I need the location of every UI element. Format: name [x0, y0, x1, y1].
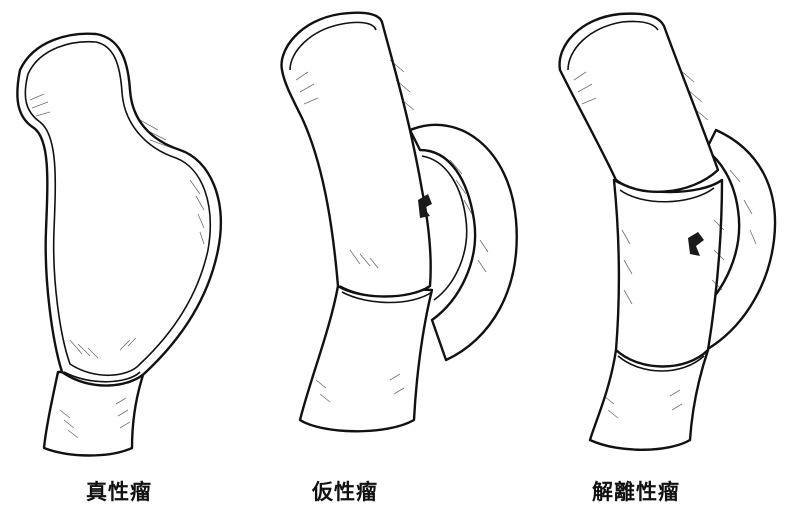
panel-dissecting-aneurysm: 解離性瘤: [530, 0, 788, 519]
panel-label: 解離性瘤: [592, 476, 680, 506]
panel-label: 仮性瘤: [312, 476, 378, 506]
true-aneurysm-illustration: [0, 0, 260, 470]
dissecting-aneurysm-illustration: [530, 0, 788, 470]
panel-true-aneurysm: 真性瘤: [0, 0, 260, 519]
panel-false-aneurysm: 仮性瘤: [260, 0, 530, 519]
false-aneurysm-illustration: [260, 0, 530, 470]
panel-label: 真性瘤: [86, 476, 152, 506]
